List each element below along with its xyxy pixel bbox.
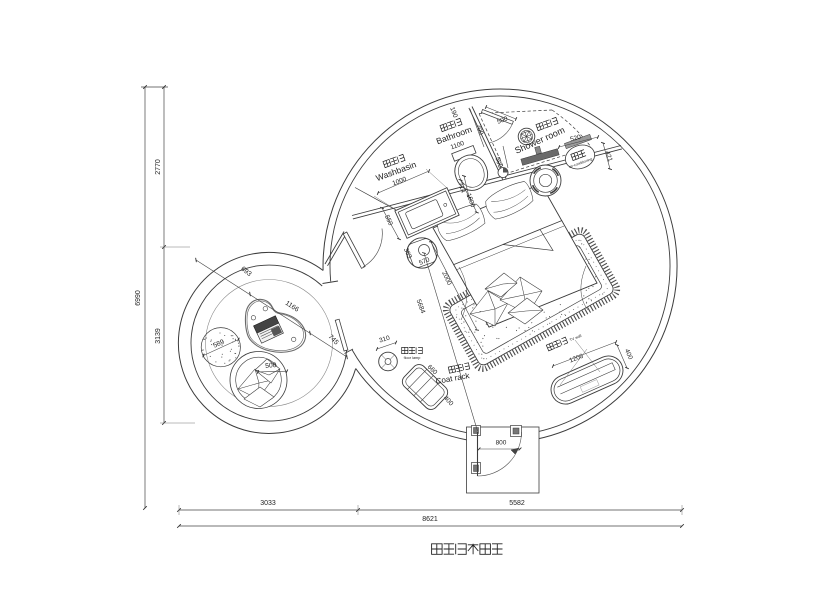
svg-text:6990: 6990 bbox=[135, 290, 142, 306]
svg-text:8621: 8621 bbox=[422, 516, 438, 523]
svg-text:5684: 5684 bbox=[415, 298, 427, 314]
svg-text:190: 190 bbox=[448, 106, 458, 119]
svg-text:570: 570 bbox=[418, 256, 431, 267]
svg-text:589: 589 bbox=[212, 338, 225, 349]
svg-text:363: 363 bbox=[402, 247, 413, 260]
svg-text:700: 700 bbox=[474, 123, 484, 136]
svg-text:1800: 1800 bbox=[465, 192, 477, 208]
svg-text:1200: 1200 bbox=[568, 353, 584, 365]
svg-text:310: 310 bbox=[378, 335, 391, 345]
svg-text:2770: 2770 bbox=[155, 159, 162, 175]
svg-text:TV wall: TV wall bbox=[569, 334, 582, 343]
svg-text:590: 590 bbox=[493, 156, 503, 169]
svg-text:floor lamp: floor lamp bbox=[404, 356, 421, 360]
svg-text:400: 400 bbox=[623, 348, 634, 361]
svg-text:520: 520 bbox=[569, 134, 582, 144]
svg-text:800: 800 bbox=[496, 440, 507, 447]
svg-text:1000: 1000 bbox=[391, 176, 407, 188]
svg-text:500: 500 bbox=[496, 115, 509, 125]
svg-text:3139: 3139 bbox=[155, 328, 162, 344]
svg-text:421: 421 bbox=[603, 150, 613, 163]
svg-text:5582: 5582 bbox=[509, 500, 525, 507]
svg-text:550: 550 bbox=[383, 214, 394, 227]
svg-text:714: 714 bbox=[456, 181, 466, 194]
svg-text:3033: 3033 bbox=[260, 500, 276, 507]
svg-text:500: 500 bbox=[265, 362, 277, 370]
svg-text:1100: 1100 bbox=[450, 140, 466, 151]
